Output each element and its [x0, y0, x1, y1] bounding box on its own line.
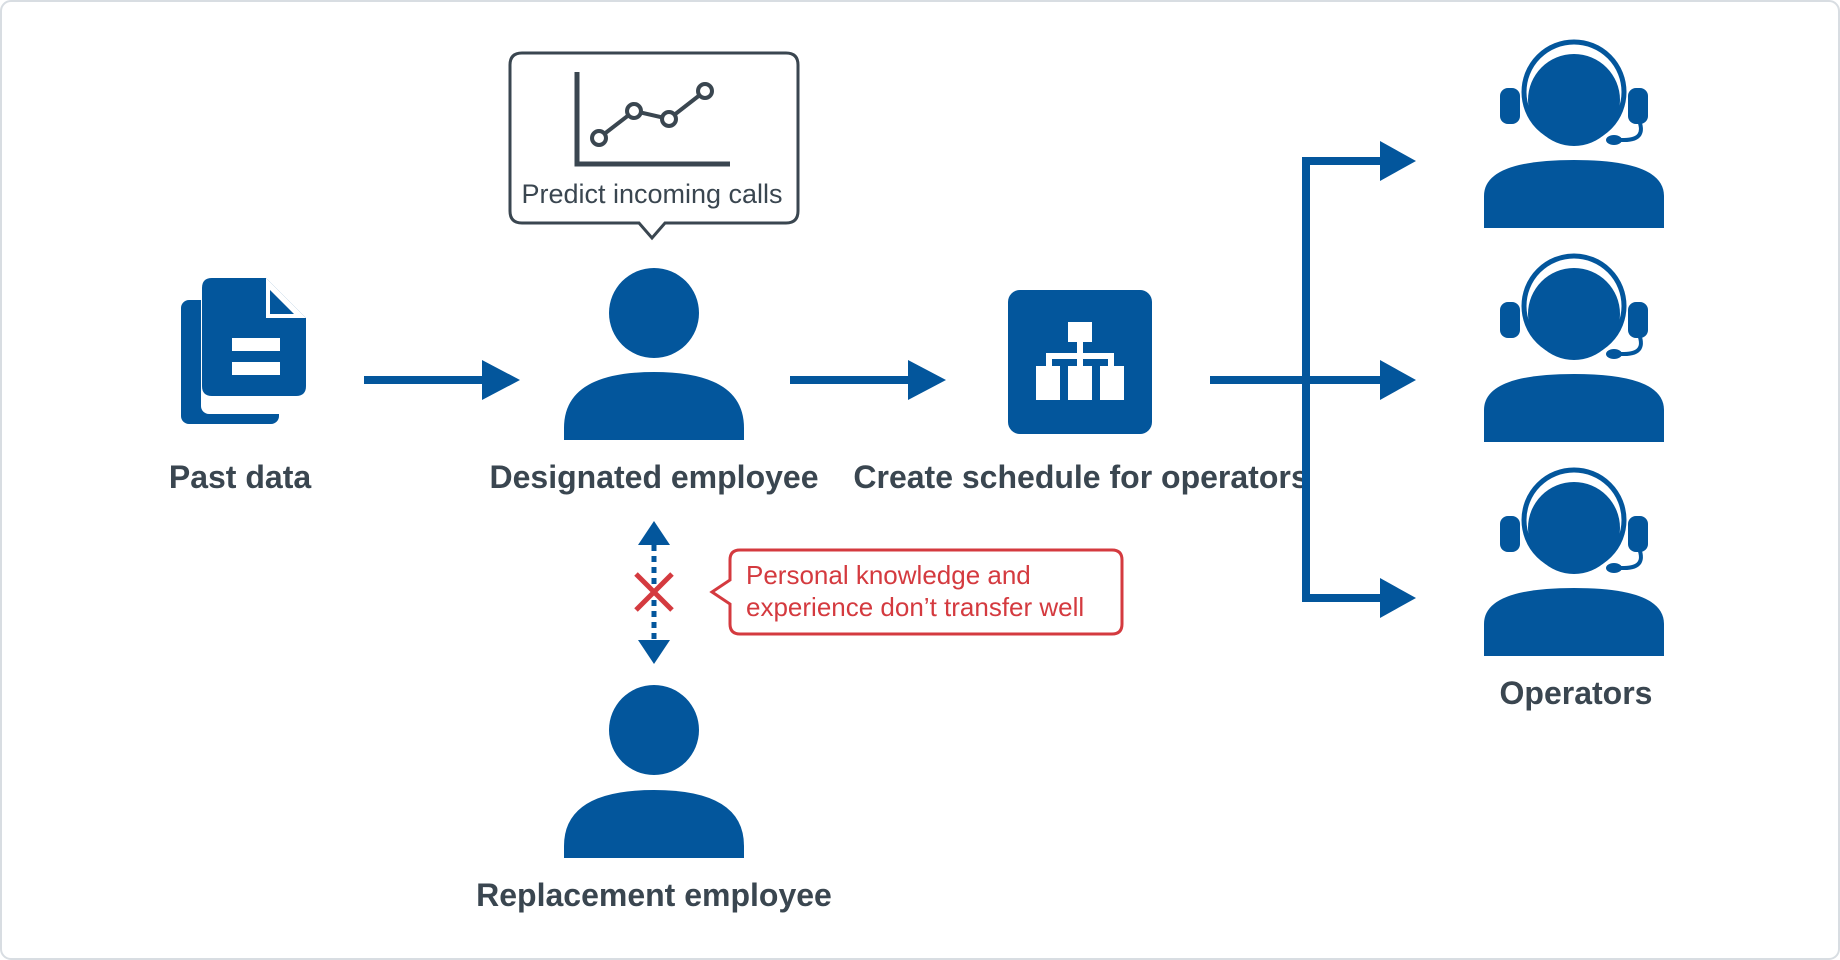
prediction-bubble-text: Predict incoming calls	[521, 179, 782, 209]
replacement-employee-label: Replacement employee	[476, 877, 832, 913]
warning-line-1: Personal knowledge and	[746, 560, 1031, 590]
headset-operator-icon	[1484, 253, 1664, 442]
org-chart-icon	[1008, 290, 1152, 434]
past-data-label: Past data	[169, 459, 311, 495]
blocked-transfer-link	[634, 521, 674, 664]
arrow-data-to-employee	[364, 360, 520, 400]
warning-line-2: experience don’t transfer well	[746, 592, 1084, 622]
warning-bubble: Personal knowledge and experience don’t …	[709, 548, 1124, 636]
documents-icon	[181, 278, 313, 424]
designated-employee-icon	[564, 268, 744, 440]
arrow-head-bottom	[1380, 578, 1416, 618]
replacement-employee-icon	[564, 685, 744, 858]
arrow-employee-to-schedule	[790, 360, 946, 400]
prediction-bubble: Predict incoming calls	[508, 51, 800, 241]
cross-icon	[634, 572, 674, 612]
headset-operator-icon	[1484, 467, 1664, 656]
headset-operator-icon	[1484, 39, 1664, 228]
arrow-up-head	[638, 521, 670, 545]
arrow-down-head	[638, 640, 670, 664]
create-schedule-label: Create schedule for operators	[853, 459, 1308, 495]
line-chart-icon	[574, 72, 730, 167]
branch-arrows	[1210, 141, 1416, 618]
operators-label: Operators	[1500, 675, 1653, 711]
arrow-head-middle	[1380, 360, 1416, 400]
arrow-head-top	[1380, 141, 1416, 181]
designated-employee-label: Designated employee	[490, 459, 819, 495]
